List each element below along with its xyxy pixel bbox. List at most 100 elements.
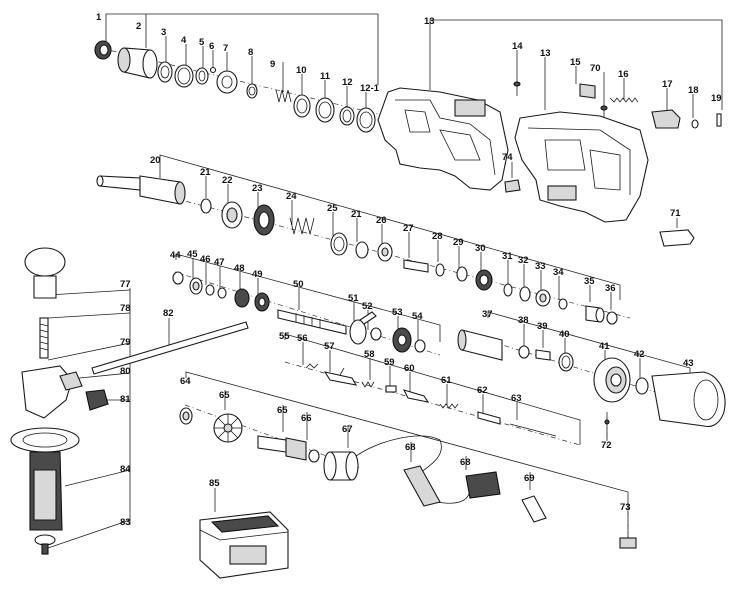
label-21a: 21 <box>200 167 211 178</box>
label-33: 33 <box>535 261 546 272</box>
label-27: 27 <box>403 223 414 234</box>
label-56: 56 <box>297 333 308 344</box>
part-30-gear <box>475 269 493 291</box>
label-12: 12 <box>342 77 353 88</box>
label-65b: 65 <box>277 405 288 416</box>
part-79-80-handle-head <box>21 365 83 419</box>
part-78-bolt <box>39 317 49 359</box>
label-80: 80 <box>120 366 131 377</box>
label-82: 82 <box>163 308 174 319</box>
part-69-bracket <box>521 495 547 523</box>
part-82-depth-rod <box>91 321 249 375</box>
part-59-pin <box>385 385 397 393</box>
label-40: 40 <box>559 329 570 340</box>
part-43-cover <box>651 371 726 428</box>
part-51-wobble-bearing <box>349 311 377 345</box>
label-36: 36 <box>605 283 616 294</box>
label-45: 45 <box>187 249 198 260</box>
label-24: 24 <box>286 191 297 202</box>
label-54: 54 <box>412 311 423 322</box>
part-27-pin <box>403 259 429 273</box>
label-32: 32 <box>518 255 529 266</box>
part-53-gear <box>392 327 412 353</box>
label-78: 78 <box>120 303 131 314</box>
part-12-1-ring <box>356 107 376 133</box>
label-15: 15 <box>570 57 581 68</box>
part-56-spring-clip <box>305 363 319 369</box>
label-59: 59 <box>384 357 395 368</box>
label-34: 34 <box>553 267 564 278</box>
part-24-spring <box>289 217 315 235</box>
label-73: 73 <box>620 502 631 513</box>
label-83: 83 <box>120 517 131 528</box>
label-39: 39 <box>537 321 548 332</box>
part-13-housing-left <box>377 87 509 191</box>
part-17-button <box>651 109 681 129</box>
label-14: 14 <box>512 41 523 52</box>
label-60: 60 <box>404 363 415 374</box>
part-65-rotor <box>257 435 307 461</box>
label-72: 72 <box>601 440 612 451</box>
label-61: 61 <box>441 375 452 386</box>
part-10-bearing <box>293 94 311 118</box>
part-67-stator <box>323 451 359 481</box>
label-31: 31 <box>502 251 513 262</box>
part-47-washer <box>217 287 227 299</box>
part-4-washer <box>174 64 194 88</box>
label-4: 4 <box>181 35 187 46</box>
label-6: 6 <box>209 41 214 52</box>
label-3: 3 <box>161 27 166 38</box>
part-84-grip <box>10 427 80 531</box>
label-68b: 68 <box>460 457 471 468</box>
part-49-gear <box>254 292 270 312</box>
label-52: 52 <box>362 301 373 312</box>
part-77-clamp-band <box>24 247 66 299</box>
label-9: 9 <box>270 59 275 70</box>
label-63: 63 <box>511 393 522 404</box>
part-2-nose-sleeve <box>117 47 158 79</box>
part-32-washer <box>519 286 531 302</box>
part-9-spring <box>275 89 292 103</box>
part-83-end-bolt <box>34 534 56 555</box>
label-66: 66 <box>301 413 312 424</box>
part-6-ball <box>209 66 217 74</box>
part-46-ring <box>205 284 215 296</box>
part-54-bearing <box>414 339 426 353</box>
part-7-disc <box>216 70 238 94</box>
label-53: 53 <box>392 307 403 318</box>
label-62: 62 <box>477 385 488 396</box>
part-25-washer <box>330 232 348 256</box>
label-35: 35 <box>584 276 595 287</box>
label-17: 17 <box>662 79 673 90</box>
label-55: 55 <box>279 331 290 342</box>
label-67: 67 <box>342 424 353 435</box>
label-65a: 65 <box>219 390 230 401</box>
part-61-spring <box>439 403 459 409</box>
part-42-oring <box>635 377 649 395</box>
part-72-screw <box>604 419 610 425</box>
part-81-knob <box>85 389 109 411</box>
label-25: 25 <box>327 203 338 214</box>
label-19: 19 <box>711 93 722 104</box>
label-48: 48 <box>234 263 245 274</box>
label-43: 43 <box>683 358 694 369</box>
part-14-screw <box>513 81 521 96</box>
part-28-ring <box>435 263 445 277</box>
part-36-oring <box>606 311 618 325</box>
label-58: 58 <box>364 349 375 360</box>
part-52-ring <box>370 327 382 341</box>
label-81: 81 <box>120 394 131 405</box>
part-73-terminal <box>619 537 637 549</box>
part-64-bearing <box>179 407 193 425</box>
part-29-washer <box>456 266 468 282</box>
label-22: 22 <box>222 175 233 186</box>
label-13-left: 13 <box>424 16 435 27</box>
part-60-lever <box>402 389 430 403</box>
label-68a: 68 <box>405 442 416 453</box>
part-44-ring <box>172 271 184 285</box>
label-49: 49 <box>252 269 263 280</box>
part-23-gear <box>253 204 275 236</box>
part-58-spring <box>361 381 375 388</box>
label-13-right: 13 <box>540 48 551 59</box>
part-35-sleeve <box>585 305 605 323</box>
